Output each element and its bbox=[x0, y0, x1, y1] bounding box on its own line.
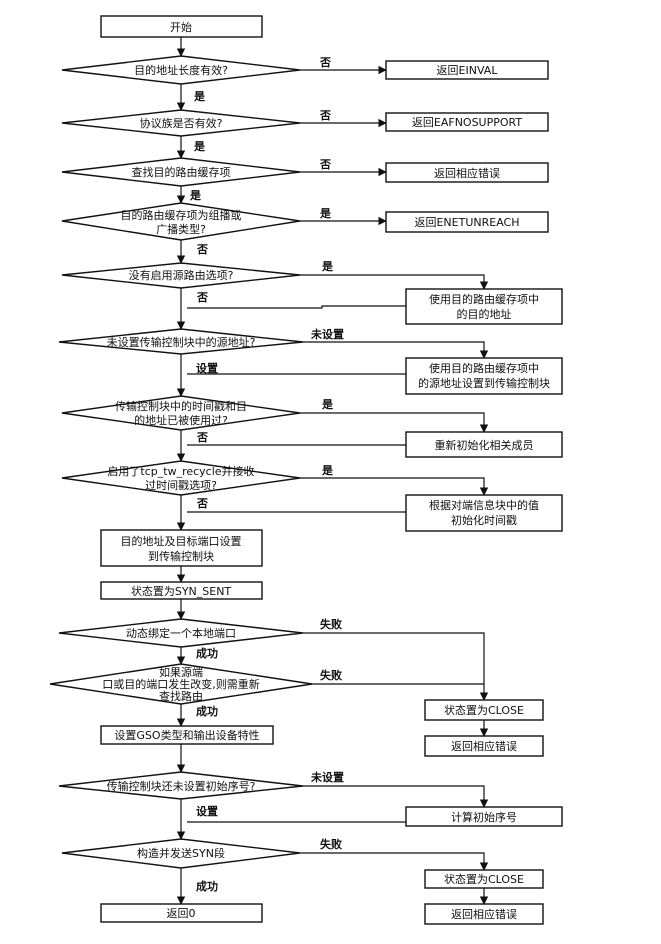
process-set-gso: 设置GSO类型和输出设备特性 bbox=[100, 725, 274, 745]
svg-text:动态绑定一个本地端口: 动态绑定一个本地端口 bbox=[126, 626, 236, 640]
process-set-dest-address-port: 目的地址及目标端口设置 到传输控制块 bbox=[100, 529, 263, 567]
process-state-close-1: 状态置为CLOSE bbox=[424, 699, 544, 721]
decision-tw-recycle: 启用了tcp_tw_recycle并接收 过时间戳选项? bbox=[61, 460, 301, 496]
decision-address-length-valid: 目的地址长度有效? bbox=[61, 55, 301, 85]
svg-text:传输控制块中的时间戳和目: 传输控制块中的时间戳和目 bbox=[115, 399, 247, 413]
svg-text:启用了tcp_tw_recycle并接收: 启用了tcp_tw_recycle并接收 bbox=[107, 464, 254, 478]
svg-text:重新初始化相关成员: 重新初始化相关成员 bbox=[435, 438, 534, 452]
edge-label-yes: 是 bbox=[321, 260, 334, 273]
edge-label-yes: 是 bbox=[193, 90, 206, 103]
end-node: 返回0 bbox=[100, 903, 263, 923]
edge-label-success: 成功 bbox=[196, 879, 218, 893]
edge-label-success: 成功 bbox=[196, 704, 218, 718]
edge-label-no: 否 bbox=[196, 243, 208, 256]
svg-text:协议族是否有效?: 协议族是否有效? bbox=[140, 116, 223, 130]
svg-text:初始化时间戳: 初始化时间戳 bbox=[451, 513, 517, 527]
process-init-timestamp: 根据对端信息块中的值 初始化时间戳 bbox=[405, 494, 563, 532]
decision-multicast-broadcast: 目的路由缓存项为组播或 广播类型? bbox=[61, 202, 301, 241]
svg-text:计算初始序号: 计算初始序号 bbox=[451, 810, 517, 824]
edge-label-unset: 未设置 bbox=[310, 327, 344, 341]
svg-text:过时间戳选项?: 过时间戳选项? bbox=[145, 479, 217, 492]
svg-text:目的路由缓存项为组播或: 目的路由缓存项为组播或 bbox=[121, 208, 242, 222]
svg-text:目的地址及目标端口设置: 目的地址及目标端口设置 bbox=[121, 534, 242, 548]
edge-label-yes: 是 bbox=[319, 207, 332, 220]
edge-label-set: 设置 bbox=[196, 804, 218, 818]
edge-label-no: 否 bbox=[196, 497, 208, 510]
svg-text:的目的地址: 的目的地址 bbox=[457, 307, 512, 321]
start-node: 开始 bbox=[100, 15, 263, 38]
edge-label-no: 否 bbox=[319, 109, 331, 122]
process-set-source-address: 使用目的路由缓存项中 的源地址设置到传输控制块 bbox=[405, 357, 563, 395]
process-reinit-members: 重新初始化相关成员 bbox=[405, 431, 563, 458]
edge-label-yes: 是 bbox=[321, 464, 334, 477]
process-state-syn-sent: 状态置为SYN_SENT bbox=[100, 581, 263, 600]
edge-label-fail: 失败 bbox=[320, 668, 342, 682]
svg-text:使用目的路由缓存项中: 使用目的路由缓存项中 bbox=[429, 292, 539, 306]
svg-text:返回EAFNOSUPPORT: 返回EAFNOSUPPORT bbox=[412, 116, 522, 129]
svg-text:未设置传输控制块中的源地址?: 未设置传输控制块中的源地址? bbox=[107, 335, 256, 349]
svg-text:如果源端: 如果源端 bbox=[159, 665, 203, 679]
decision-bind-local-port: 动态绑定一个本地端口 bbox=[58, 618, 304, 648]
edge-label-no: 否 bbox=[196, 431, 208, 444]
svg-text:口或目的端口发生改变,则需重新: 口或目的端口发生改变,则需重新 bbox=[102, 677, 260, 691]
decision-timestamp-used: 传输控制块中的时间戳和目 的地址已被使用过? bbox=[61, 395, 301, 431]
process-compute-isn: 计算初始序号 bbox=[405, 806, 563, 827]
svg-text:返回ENETUNREACH: 返回ENETUNREACH bbox=[414, 216, 519, 229]
edge-labels: 否 是 否 是 否 是 是 否 是 否 未设置 设置 是 否 是 否 失败 成功… bbox=[189, 56, 344, 893]
return-einval: 返回EINVAL bbox=[385, 60, 549, 80]
svg-text:广播类型?: 广播类型? bbox=[156, 222, 206, 236]
svg-text:构造并发送SYN段: 构造并发送SYN段 bbox=[137, 846, 225, 860]
return-error-2: 返回相应错误 bbox=[424, 735, 544, 757]
decision-isn-unset: 传输控制块还未设置初始序号? bbox=[58, 771, 304, 800]
return-enetunreach: 返回ENETUNREACH bbox=[385, 211, 549, 233]
edge-label-no: 否 bbox=[319, 56, 331, 69]
svg-text:状态置为CLOSE: 状态置为CLOSE bbox=[444, 703, 524, 717]
connectors bbox=[176, 37, 489, 905]
svg-text:返回相应错误: 返回相应错误 bbox=[434, 166, 500, 180]
return-eafnosupport: 返回EAFNOSUPPORT bbox=[385, 112, 549, 132]
svg-text:使用目的路由缓存项中: 使用目的路由缓存项中 bbox=[429, 361, 539, 375]
svg-text:返回相应错误: 返回相应错误 bbox=[451, 739, 517, 753]
decision-port-changed-reroute: 如果源端 口或目的端口发生改变,则需重新 查找路由 bbox=[49, 663, 313, 705]
svg-text:查找目的路由缓存项: 查找目的路由缓存项 bbox=[132, 165, 231, 179]
svg-text:返回相应错误: 返回相应错误 bbox=[451, 907, 517, 921]
svg-text:的地址已被使用过?: 的地址已被使用过? bbox=[134, 413, 228, 427]
decision-send-syn: 构造并发送SYN段 bbox=[61, 838, 301, 869]
svg-text:设置GSO类型和输出设备特性: 设置GSO类型和输出设备特性 bbox=[114, 728, 259, 742]
svg-text:没有启用源路由选项?: 没有启用源路由选项? bbox=[129, 268, 234, 282]
svg-text:到传输控制块: 到传输控制块 bbox=[148, 549, 214, 563]
svg-text:目的地址长度有效?: 目的地址长度有效? bbox=[134, 63, 228, 77]
edge-label-no: 否 bbox=[319, 158, 331, 171]
edge-label-yes: 是 bbox=[189, 189, 202, 202]
svg-text:返回EINVAL: 返回EINVAL bbox=[437, 64, 499, 77]
decision-source-routing-disabled: 没有启用源路由选项? bbox=[61, 262, 301, 289]
process-use-route-dest-address: 使用目的路由缓存项中 的目的地址 bbox=[405, 288, 563, 325]
svg-text:根据对端信息块中的值: 根据对端信息块中的值 bbox=[429, 498, 539, 512]
svg-text:查找路由: 查找路由 bbox=[159, 689, 203, 703]
edge-label-success: 成功 bbox=[196, 646, 218, 660]
decision-protocol-family-valid: 协议族是否有效? bbox=[61, 109, 301, 137]
edge-label-unset: 未设置 bbox=[310, 770, 344, 784]
process-state-close-2: 状态置为CLOSE bbox=[424, 869, 544, 889]
edge-label-set: 设置 bbox=[196, 361, 218, 375]
edge-label-no: 否 bbox=[196, 291, 208, 304]
svg-text:开始: 开始 bbox=[170, 20, 192, 34]
decision-lookup-route-cache: 查找目的路由缓存项 bbox=[61, 157, 301, 187]
svg-text:状态置为SYN_SENT: 状态置为SYN_SENT bbox=[131, 584, 232, 598]
svg-text:返回0: 返回0 bbox=[167, 907, 196, 920]
svg-text:状态置为CLOSE: 状态置为CLOSE bbox=[444, 872, 524, 886]
edge-label-fail: 失败 bbox=[320, 617, 342, 631]
return-error-3: 返回相应错误 bbox=[424, 903, 544, 925]
edge-label-yes: 是 bbox=[321, 398, 334, 411]
edge-label-yes: 是 bbox=[193, 140, 206, 153]
decision-source-address-unset: 未设置传输控制块中的源地址? bbox=[58, 328, 304, 355]
edge-label-fail: 失败 bbox=[320, 837, 342, 851]
return-error-1: 返回相应错误 bbox=[385, 162, 549, 183]
svg-text:传输控制块还未设置初始序号?: 传输控制块还未设置初始序号? bbox=[107, 779, 256, 793]
svg-text:的源地址设置到传输控制块: 的源地址设置到传输控制块 bbox=[418, 376, 550, 390]
